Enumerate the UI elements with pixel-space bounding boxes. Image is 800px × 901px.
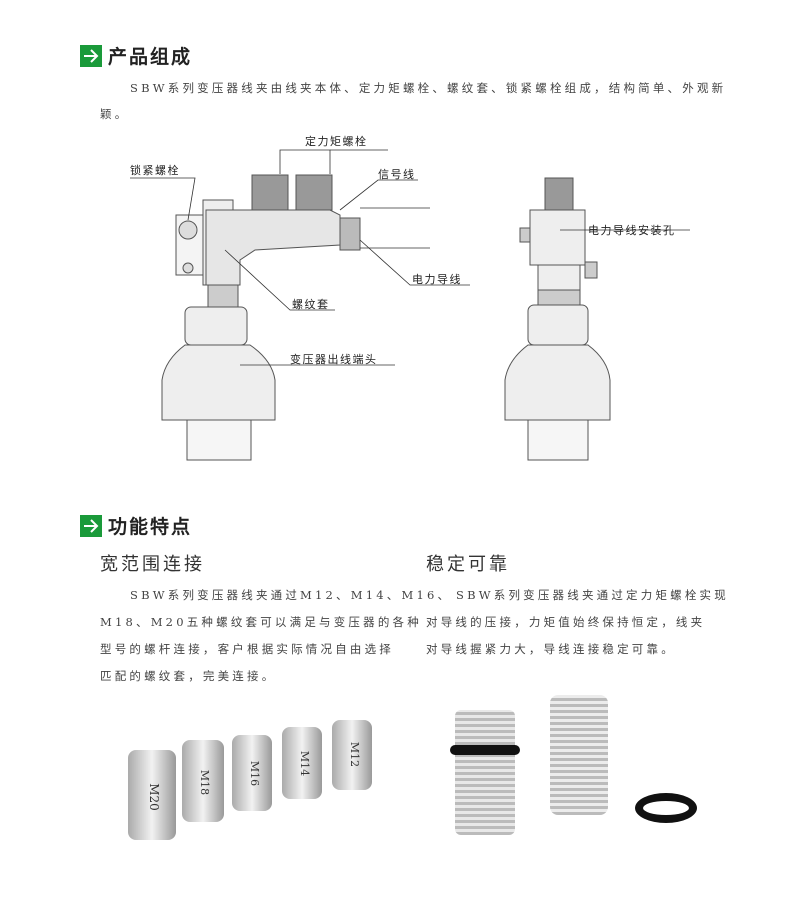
torque-bolt bbox=[550, 695, 608, 815]
product-diagram: 定力矩螺栓 锁紧螺栓 信号线 电力导线 螺纹套 变压器出线端头 电力导线安装孔 bbox=[0, 130, 800, 470]
feature-left-line: M18、M20五种螺纹套可以满足与变压器的各种 bbox=[100, 615, 422, 629]
thread-sleeves-photo: M20 M18 M16 M14 M12 bbox=[120, 715, 400, 855]
torque-bolt-assembly bbox=[455, 710, 515, 835]
sleeve-label: M12 bbox=[348, 741, 362, 768]
section-title-features: 功能特点 bbox=[80, 512, 192, 539]
bolts-photo bbox=[440, 690, 710, 850]
o-ring bbox=[450, 745, 520, 755]
label-power-wire: 电力导线 bbox=[412, 273, 462, 286]
section-title-text: 功能特点 bbox=[108, 516, 193, 538]
sleeve-label: M18 bbox=[198, 769, 212, 796]
intro-line-2: 颖。 bbox=[100, 107, 130, 121]
arrow-right-icon bbox=[80, 44, 102, 67]
feature-left-line: SBW系列变压器线夹通过M12、M14、M16、 bbox=[130, 588, 453, 602]
label-mount-hole: 电力导线安装孔 bbox=[588, 224, 676, 237]
o-ring-seal bbox=[635, 793, 697, 823]
sleeve-m18: M18 bbox=[182, 740, 224, 822]
feature-left-line: 型号的螺杆连接，客户根据实际情况自由选择 bbox=[100, 642, 394, 656]
sleeve-label: M16 bbox=[248, 760, 262, 787]
feature-right-line: 对导线的压接，力矩值始终保持恒定，线夹 bbox=[426, 615, 706, 629]
arrow-right-icon bbox=[80, 514, 102, 537]
intro-line-1: SBW系列变压器线夹由线夹本体、定力矩螺栓、螺纹套、锁紧螺栓组成，结构简单、外观… bbox=[130, 81, 727, 95]
label-terminal: 变压器出线端头 bbox=[290, 353, 378, 366]
section-title-composition: 产品组成 bbox=[80, 42, 192, 69]
sleeve-m16: M16 bbox=[232, 735, 272, 811]
label-signal-wire: 信号线 bbox=[378, 168, 416, 181]
sleeve-m12: M12 bbox=[332, 720, 372, 790]
label-lock-bolt: 锁紧螺栓 bbox=[130, 164, 180, 177]
sleeve-label: M20 bbox=[146, 783, 161, 811]
feature-right-line: 对导线握紧力大，导线连接稳定可靠。 bbox=[426, 642, 676, 656]
feature-heading-reliable: 稳定可靠 bbox=[426, 554, 510, 575]
label-thread-sleeve: 螺纹套 bbox=[292, 298, 330, 311]
feature-left-line: 匹配的螺纹套，完美连接。 bbox=[100, 669, 277, 683]
section-title-text: 产品组成 bbox=[108, 46, 193, 68]
sleeve-m20: M20 bbox=[128, 750, 176, 840]
sleeve-label: M14 bbox=[298, 750, 312, 777]
feature-heading-wide-range: 宽范围连接 bbox=[100, 554, 205, 575]
feature-right-line: SBW系列变压器线夹通过定力矩螺栓实现 bbox=[456, 588, 729, 602]
sleeve-m14: M14 bbox=[282, 727, 322, 799]
label-torque-bolt: 定力矩螺栓 bbox=[305, 135, 368, 148]
